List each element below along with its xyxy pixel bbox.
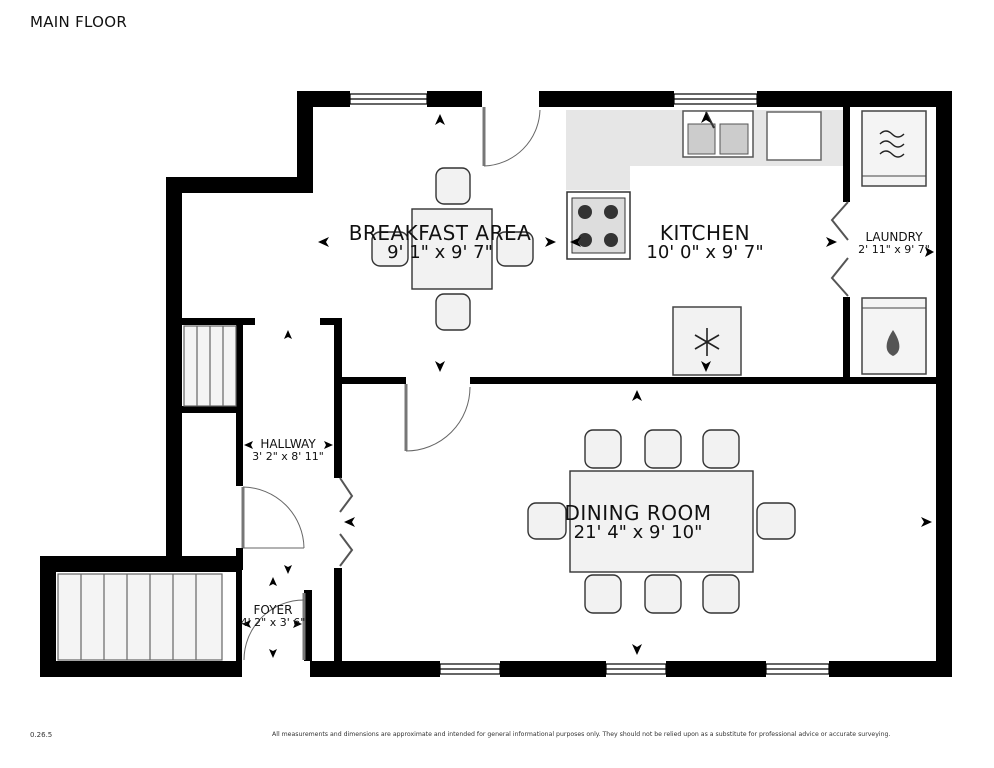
dining-table bbox=[527, 429, 796, 614]
room-label-kitchen: KITCHEN 10' 0" x 9' 7" bbox=[646, 223, 763, 263]
room-dimensions: 10' 0" x 9' 7" bbox=[646, 242, 764, 263]
room-name: HALLWAY bbox=[260, 437, 316, 451]
room-dimensions: 2' 11" x 9' 7" bbox=[858, 242, 930, 256]
room-name: KITCHEN bbox=[659, 221, 751, 245]
dryer-icon bbox=[861, 297, 927, 375]
door-swing-icon bbox=[241, 107, 849, 661]
room-name: BREAKFAST AREA bbox=[348, 221, 532, 245]
version-label: 0.26.5 bbox=[30, 731, 53, 739]
room-name: LAUNDRY bbox=[865, 230, 923, 244]
breakfast-table bbox=[371, 167, 534, 331]
disclaimer-text: All measurements and dimensions are appr… bbox=[272, 731, 891, 738]
washer-icon bbox=[861, 110, 927, 187]
water-drop-icon bbox=[886, 330, 900, 356]
floor-title: MAIN FLOOR bbox=[30, 13, 128, 31]
dimension-arrow-icon bbox=[242, 112, 934, 658]
room-dimensions: 4' 2" x 3' 6" bbox=[240, 615, 306, 629]
room-label-laundry: LAUNDRY 2' 11" x 9' 7" bbox=[858, 231, 930, 255]
staircase-icon bbox=[57, 325, 237, 661]
room-label-dining: DINING ROOM 21' 4" x 9' 10" bbox=[564, 503, 711, 543]
room-label-breakfast: BREAKFAST AREA 9' 1" x 9' 7" bbox=[349, 223, 532, 263]
room-label-hallway: HALLWAY 3' 2" x 8' 11" bbox=[252, 438, 324, 462]
snowflake-icon bbox=[694, 328, 720, 356]
walls bbox=[40, 91, 952, 677]
room-dimensions: 3' 2" x 8' 11" bbox=[252, 449, 324, 463]
room-dimensions: 21' 4" x 9' 10" bbox=[573, 522, 703, 543]
room-label-foyer: FOYER 4' 2" x 3' 6" bbox=[241, 604, 306, 628]
room-name: FOYER bbox=[253, 603, 293, 617]
room-dimensions: 9' 1" x 9' 7" bbox=[387, 242, 493, 263]
sink-icon bbox=[682, 110, 754, 158]
stove-icon bbox=[566, 191, 631, 260]
room-name: DINING ROOM bbox=[564, 501, 712, 525]
dishwasher-icon bbox=[766, 111, 822, 161]
windows bbox=[349, 93, 830, 675]
